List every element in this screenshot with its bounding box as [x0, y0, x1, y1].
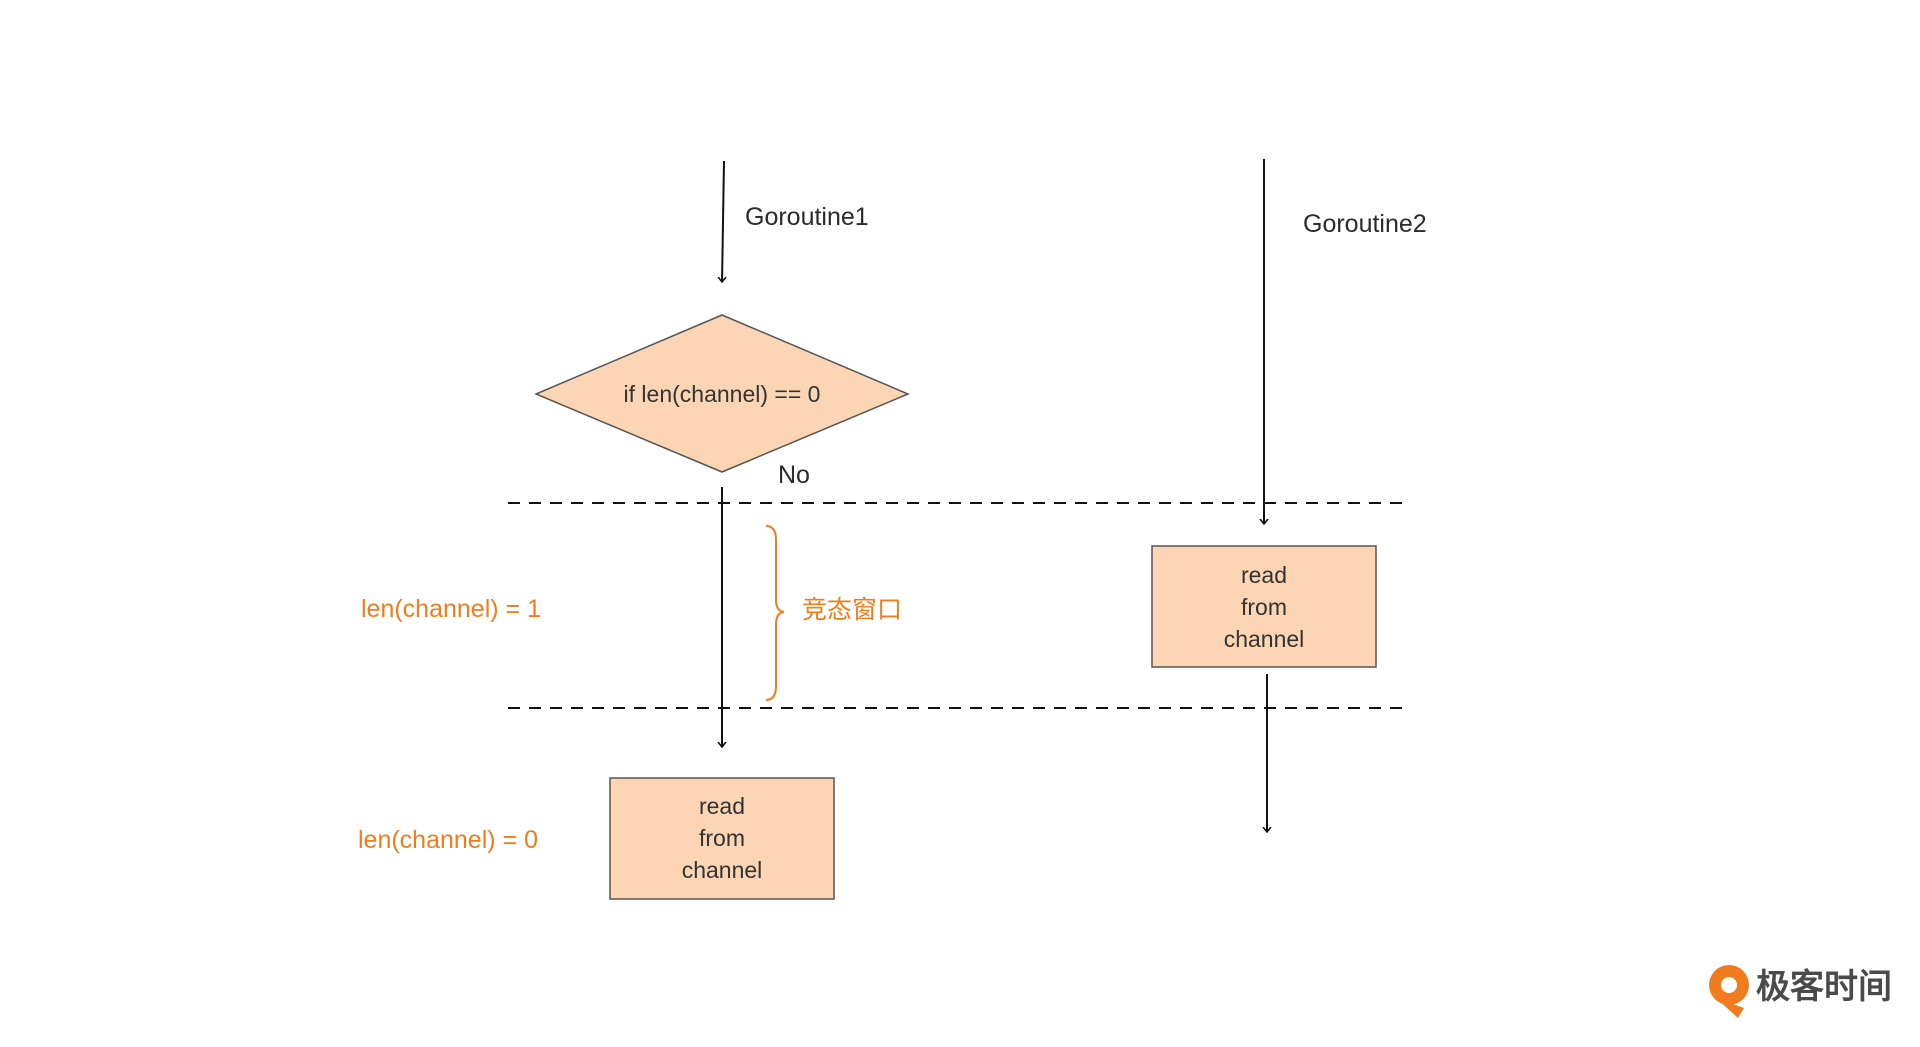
no-branch-label: No: [778, 461, 810, 489]
len-check-decision: [534, 314, 910, 473]
goroutine1-read-line1: read: [699, 793, 745, 819]
goroutine1-read-line2: from: [699, 825, 745, 851]
brand-logo: 极客时间: [1709, 965, 1892, 1018]
goroutine1-label: Goroutine1: [745, 203, 869, 231]
goroutine2-read-line3: channel: [1224, 626, 1305, 652]
goroutine1-read-from-channel-box: [609, 777, 835, 900]
brand-name: 极客时间: [1756, 967, 1892, 1007]
goroutine2-label: Goroutine2: [1303, 210, 1427, 238]
goroutine1-read-line3: channel: [682, 857, 763, 883]
goroutine2-read-line2: from: [1241, 594, 1287, 620]
state-before-label: len(channel) = 1: [361, 595, 541, 623]
race-window-brace: [765, 525, 785, 701]
geektime-logo-icon: [1709, 965, 1749, 1018]
decision-text: if len(channel) == 0: [624, 381, 821, 407]
state-after-label: len(channel) = 0: [358, 826, 538, 854]
goroutine2-read-line1: read: [1241, 562, 1287, 588]
goroutine1-entry-arrow: [722, 160, 724, 282]
race-window-label: 竞态窗口: [802, 596, 902, 624]
goroutine2-read-from-channel-box: [1151, 545, 1377, 668]
